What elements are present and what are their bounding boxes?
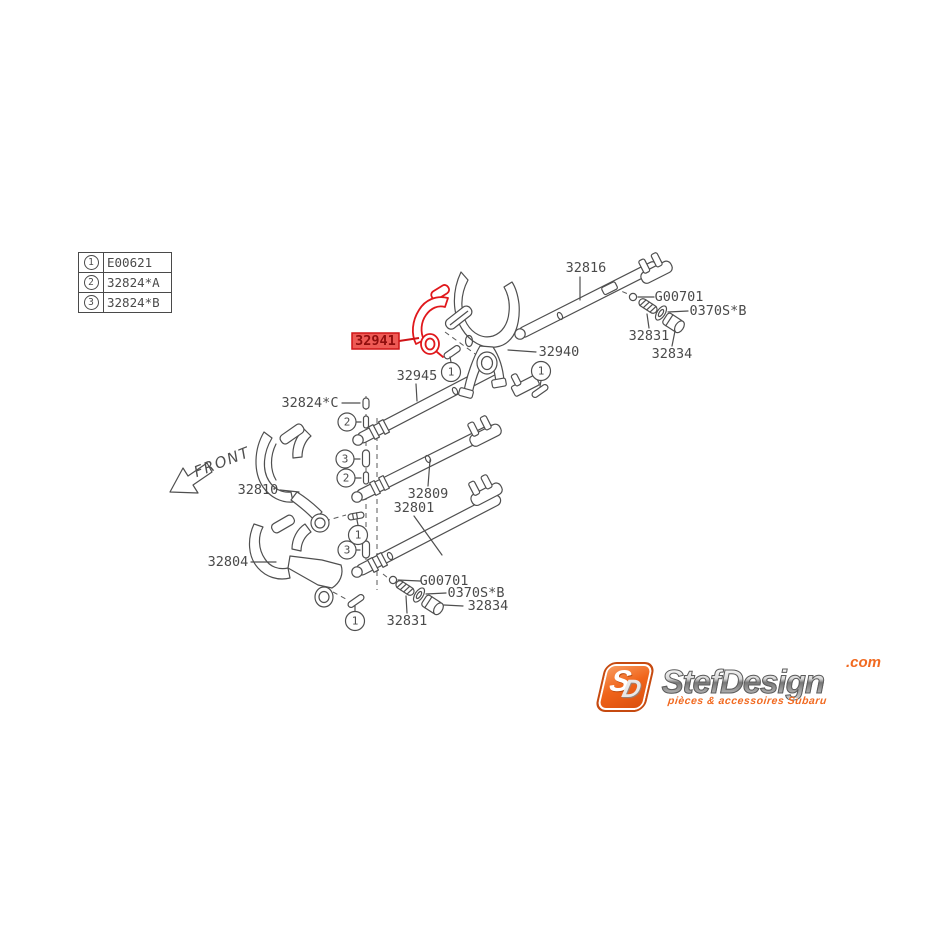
rail-32801-head [468,474,503,507]
legend-row-2: 2 32824*A [79,273,171,293]
ball-g00701-top [628,292,638,302]
part-label-0370sb-top: 0370S*B [690,303,747,319]
sd-logo-icon: S D [594,662,656,712]
part-label-32809: 32809 [408,486,449,502]
legend-code-3: 32824*B [107,295,160,310]
part-label-32834-bottom: 32834 [468,598,509,614]
legend-circled-number-3: 3 [79,293,104,312]
front-arrow-icon [169,462,213,494]
legend-circled-number-2: 2 [79,273,104,292]
fork-32940 [444,271,540,399]
rail-32809 [351,415,502,503]
rail-32816-head [638,252,673,284]
callout-1-under-32940: 1 [530,360,552,382]
callout-3-lower: 3 [337,540,357,560]
fork-32810 [255,423,330,533]
callout-3-middle: 3 [335,449,355,469]
ball-32824c [362,397,370,410]
washer-0370sb-bottom [412,587,426,603]
detent-set-bottom [388,575,444,616]
legend-number-1: 1 [83,255,99,270]
logo-tld: .com [845,654,881,671]
callout-1-bottom: 1 [344,610,366,632]
stefdesign-logo[interactable]: S D .com StefDesign pièces & accessoires… [594,654,881,724]
callout-2-lower: 2 [336,468,356,488]
washer-0370sb-top [654,305,668,321]
svg-text:1: 1 [355,529,362,542]
legend-row-1: 1 E00621 [79,253,171,273]
legend-code-2: 32824*A [107,275,160,290]
legend-table: 1 E00621 2 32824*A 3 32824*B [78,252,172,313]
part-label-32824c: 32824*C [282,395,339,411]
part-label-g00701-bottom: G00701 [420,573,469,589]
logo-wordmark: StefDesign [661,665,875,699]
fork-32804-boss [314,586,334,608]
bolt-32834-top [662,312,685,334]
rail-32809-head [467,415,502,447]
rail-32801 [351,474,503,578]
callout-1-mid-left: 1 [347,524,369,546]
part-label-32831-top: 32831 [629,328,670,344]
legend-number-3: 3 [83,295,99,310]
svg-text:3: 3 [344,544,351,557]
part-label-32831-bottom: 32831 [387,613,428,629]
highlighted-part-label-32941: 32941 [351,332,420,350]
legend-code-1: E00621 [107,255,153,270]
part-label-32816: 32816 [566,260,607,276]
part-label-32945: 32945 [397,368,438,384]
part-label-32804: 32804 [208,554,249,570]
front-label: FRONT [191,443,253,481]
legend-number-2: 2 [83,275,99,290]
detent-set-top [628,292,685,334]
part-label-0370sb-bottom: 0370S*B [448,585,505,601]
detent-pills-left [361,397,371,559]
svg-text:1: 1 [448,366,455,379]
leader-lines [250,276,689,614]
legend-circled-number-1: 1 [79,253,104,272]
fork-32810-boss [310,513,330,533]
part-label-g00701-top: G00701 [655,289,704,305]
svg-text:1: 1 [352,615,359,628]
logo-tagline: pièces & accessoires Subaru [667,695,828,707]
ball-g00701-bottom [388,575,398,585]
fork-32804 [248,514,343,608]
retaining-pins [347,344,549,609]
callout-2-upper: 2 [337,412,357,432]
svg-text:2: 2 [343,472,350,485]
fork-32940-boss [476,351,498,375]
part-label-32940: 32940 [539,344,580,360]
spring-32831-top [638,298,658,314]
bolt-32834-bottom [421,594,444,616]
svg-text:2: 2 [344,416,351,429]
fork-insert-32941-highlighted [412,284,450,358]
rail-32816 [514,252,673,340]
svg-text:1: 1 [538,365,545,378]
part-label-32801: 32801 [394,500,435,516]
callout-1-under-32941: 1 [440,361,462,383]
legend-row-3: 3 32824*B [79,293,171,312]
svg-text:3: 3 [342,453,349,466]
logo-text-block: .com StefDesign pièces & accessoires Sub… [661,654,881,707]
spring-32831-bottom [395,580,415,596]
svg-text:32941: 32941 [355,333,396,349]
part-label-32834-top: 32834 [652,346,693,362]
part-label-32810: 32810 [238,482,279,498]
